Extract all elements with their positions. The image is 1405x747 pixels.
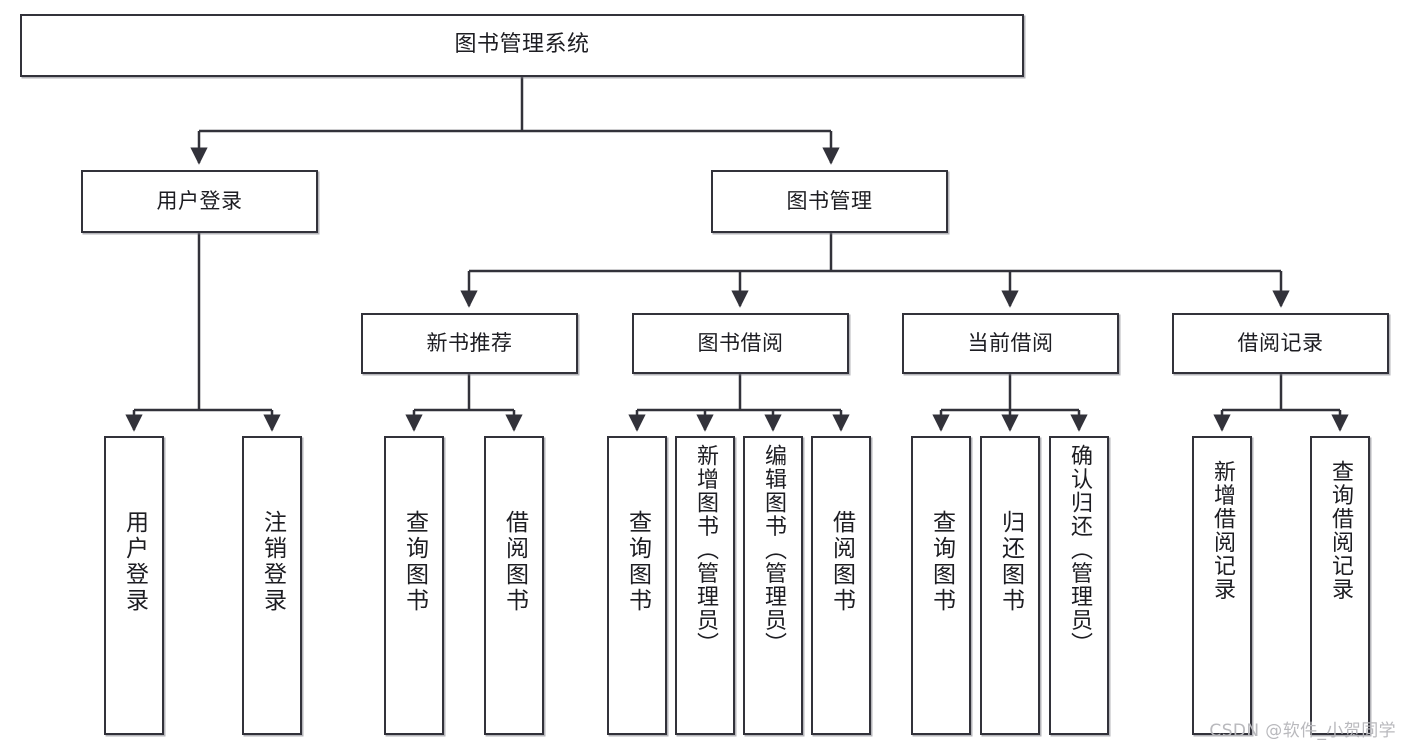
node-leaf-borrow-book-a[interactable]: 借阅图书	[484, 436, 544, 735]
node-leaf-query-book-c[interactable]: 查询图书	[911, 436, 971, 735]
node-user-login[interactable]: 用户登录	[81, 170, 318, 233]
node-leaf-query-book-a-label: 查询图书	[401, 510, 428, 614]
node-borrow-record-label: 借阅记录	[1237, 330, 1324, 355]
csdn-watermark: CSDN @软件_小贺同学	[1209, 721, 1396, 741]
node-leaf-add-record-label: 新增借阅记录	[1210, 460, 1235, 601]
node-book-borrow[interactable]: 图书借阅	[632, 313, 849, 374]
node-leaf-query-book-b[interactable]: 查询图书	[607, 436, 667, 735]
node-user-login-label: 用户登录	[156, 188, 243, 213]
node-leaf-logout[interactable]: 注销登录	[242, 436, 302, 735]
node-leaf-logout-label: 注销登录	[259, 510, 286, 614]
node-leaf-user-login-label: 用户登录	[121, 510, 148, 614]
node-book-manage-label: 图书管理	[786, 188, 873, 213]
node-leaf-return-book[interactable]: 归还图书	[980, 436, 1040, 735]
node-current-borrow-label: 当前借阅	[967, 330, 1054, 355]
node-leaf-edit-book[interactable]: 编辑图书（管理员）	[743, 436, 803, 735]
node-leaf-user-login[interactable]: 用户登录	[104, 436, 164, 735]
node-book-borrow-label: 图书借阅	[697, 330, 784, 355]
node-leaf-confirm-return[interactable]: 确认归还（管理员）	[1049, 436, 1109, 735]
node-new-book-rec[interactable]: 新书推荐	[361, 313, 578, 374]
node-book-manage[interactable]: 图书管理	[711, 170, 948, 233]
node-leaf-query-book-b-label: 查询图书	[624, 510, 651, 614]
node-leaf-borrow-book-b[interactable]: 借阅图书	[811, 436, 871, 735]
node-leaf-query-book-a[interactable]: 查询图书	[384, 436, 444, 735]
node-leaf-query-book-c-label: 查询图书	[928, 510, 955, 614]
node-leaf-borrow-book-b-label: 借阅图书	[828, 510, 855, 614]
node-leaf-query-record-label: 查询借阅记录	[1328, 460, 1353, 601]
node-leaf-add-book-label: 新增图书（管理员）	[693, 444, 718, 656]
node-current-borrow[interactable]: 当前借阅	[902, 313, 1119, 374]
node-borrow-record[interactable]: 借阅记录	[1172, 313, 1389, 374]
node-leaf-return-book-label: 归还图书	[997, 510, 1024, 614]
node-leaf-add-book[interactable]: 新增图书（管理员）	[675, 436, 735, 735]
node-leaf-borrow-book-a-label: 借阅图书	[501, 510, 528, 614]
node-root-label: 图书管理系统	[454, 32, 590, 58]
node-leaf-edit-book-label: 编辑图书（管理员）	[761, 444, 786, 656]
node-root[interactable]: 图书管理系统	[20, 14, 1024, 77]
node-new-book-rec-label: 新书推荐	[426, 330, 513, 355]
node-leaf-query-record[interactable]: 查询借阅记录	[1310, 436, 1370, 735]
node-leaf-confirm-return-label: 确认归还（管理员）	[1067, 444, 1092, 656]
node-leaf-add-record[interactable]: 新增借阅记录	[1192, 436, 1252, 735]
